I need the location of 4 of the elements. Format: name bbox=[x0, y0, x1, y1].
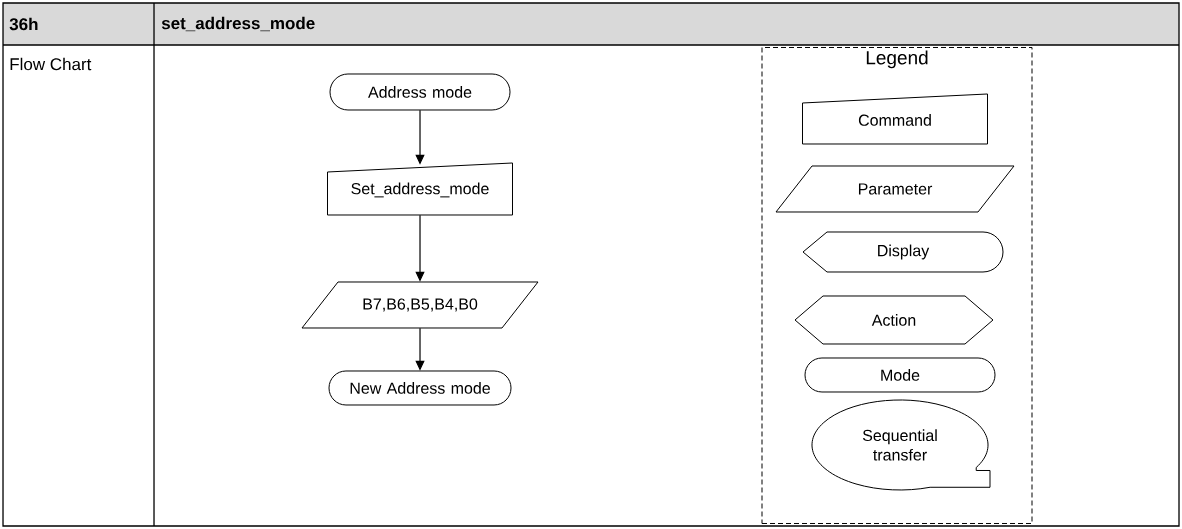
sequential-transfer-shape: Sequential transfer bbox=[811, 399, 991, 491]
row-label: Flow Chart bbox=[10, 57, 92, 71]
header-text: 36h bbox=[9, 17, 38, 31]
header-text: set_address_mode bbox=[161, 16, 315, 32]
